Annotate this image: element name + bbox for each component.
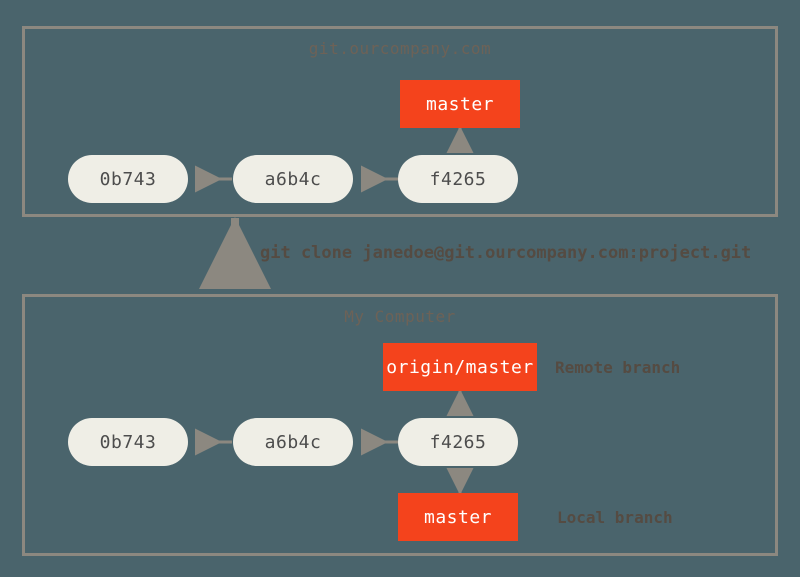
clone-command-label: git clone janedoe@git.ourcompany.com:pro…	[260, 243, 752, 263]
commit-node-local-a6b4c: a6b4c	[233, 418, 353, 466]
branch-label-remote-master: master	[400, 80, 520, 128]
branch-label-local-origin-master: origin/master	[383, 343, 537, 391]
commit-node-remote-f4265: f4265	[398, 155, 518, 203]
commit-node-local-0b743: 0b743	[68, 418, 188, 466]
commit-node-remote-0b743: 0b743	[68, 155, 188, 203]
remote-server-panel: git.ourcompany.com	[22, 26, 778, 217]
remote-branch-annotation: Remote branch	[555, 358, 681, 377]
local-branch-annotation: Local branch	[557, 508, 673, 527]
local-computer-panel: My Computer	[22, 294, 778, 556]
commit-node-remote-a6b4c: a6b4c	[233, 155, 353, 203]
local-computer-title: My Computer	[344, 307, 456, 326]
branch-label-local-master: master	[398, 493, 518, 541]
commit-node-local-f4265: f4265	[398, 418, 518, 466]
remote-server-title: git.ourcompany.com	[308, 39, 492, 58]
